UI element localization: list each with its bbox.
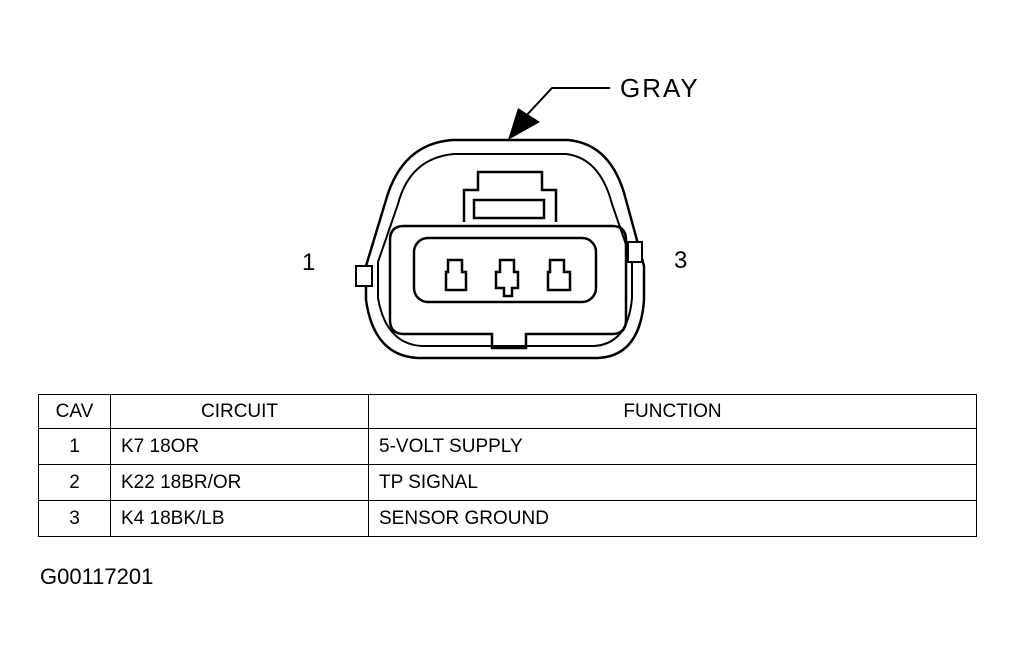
header-cav: CAV [38,394,111,429]
table-row: 2 K22 18BR/OR TP SIGNAL [38,464,977,501]
pin-terminal-1 [444,258,468,292]
table-row: 1 K7 18OR 5-VOLT SUPPLY [38,428,977,465]
pin-terminal-3 [546,258,572,292]
connector-inner-outline [377,153,633,347]
cell-cav: 3 [38,500,111,537]
pin-number-left: 1 [302,249,315,276]
connector-outer-housing [364,138,646,360]
header-circuit: CIRCUIT [110,394,369,429]
connector-right-tab [627,241,643,263]
pin-terminal-2 [494,258,520,298]
terminal-body [388,224,628,350]
connector-latch [462,170,558,222]
cell-function: SENSOR GROUND [368,500,977,537]
connector-diagram: GRAY 1 3 [302,73,700,360]
connector-color-label: GRAY [620,73,700,103]
cell-cav: 1 [38,428,111,465]
cell-function: 5-VOLT SUPPLY [368,428,977,465]
figure-id: G00117201 [40,564,154,589]
cell-function: TP SIGNAL [368,464,977,501]
color-callout-arrow [508,87,610,140]
header-function: FUNCTION [368,394,977,429]
cell-circuit: K22 18BR/OR [110,464,369,501]
pin-number-right: 3 [674,247,687,274]
connector-left-tab [355,265,373,287]
cell-cav: 2 [38,464,111,501]
table-header-row: CAV CIRCUIT FUNCTION [38,394,977,429]
cell-circuit: K7 18OR [110,428,369,465]
terminal-cavity-frame [412,236,598,304]
table-row: 3 K4 18BK/LB SENSOR GROUND [38,500,977,537]
cell-circuit: K4 18BK/LB [110,500,369,537]
pinout-table: CAV CIRCUIT FUNCTION 1 K7 18OR 5-VOLT SU… [38,394,977,537]
